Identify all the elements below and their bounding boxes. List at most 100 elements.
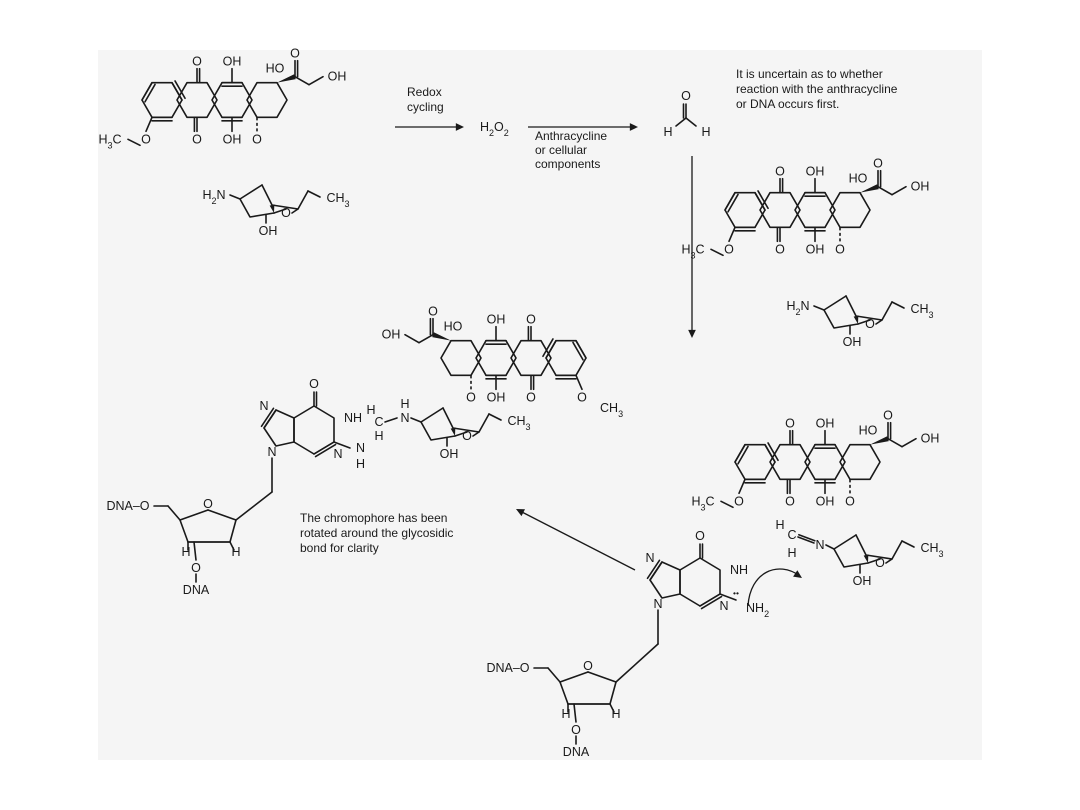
bond-line [410,417,422,423]
bond-path [734,443,776,481]
bond-line [823,295,847,311]
bond-path [475,339,517,377]
bond-line [720,500,734,509]
label-part: O [583,659,593,673]
atom-label: O [466,390,476,404]
bond-line [649,561,663,581]
label-part: CH [326,191,344,205]
label-part: or DNA occurs first. [736,97,839,111]
bond-path [176,81,218,119]
atom-label: H3C [681,242,704,260]
bond-line [145,116,153,133]
bond-line [193,541,197,561]
bond-line [825,544,835,550]
bond-line [734,443,746,463]
bond-line [757,190,769,210]
label-part: OH [853,574,872,588]
label-part: H [775,518,784,532]
atom-label: O [724,242,734,256]
bond-line [728,226,736,243]
label-part: N [333,447,342,461]
arrow-head [688,329,696,338]
label-part: O [873,157,883,171]
label-part: O [734,494,744,508]
bond-path [141,81,183,119]
atom-label: N [815,538,824,552]
label-part: O [875,556,885,570]
atom-label: N [645,551,654,565]
bond-line [239,184,263,200]
label-part: DNA [563,745,590,759]
bond-line [141,81,153,101]
bond-path [211,81,253,119]
atom-label: N [400,411,409,425]
label-part: or cellular [535,143,587,157]
bond-line [547,667,561,683]
bond-path [510,339,552,377]
bond-line [291,208,299,214]
label-part: O [835,242,845,256]
curved-arrow [747,568,801,607]
label-part: C [374,415,383,429]
bond-line [737,445,749,465]
atom-label: H2N [202,188,225,206]
bond-path [239,198,275,218]
bond-line [454,431,468,437]
atom-label: O [875,556,885,570]
label-part: O [681,89,691,103]
atom-label: DNA–O [106,499,149,513]
bond-line [857,319,871,325]
atom-label: O [191,561,201,575]
label-part: O [775,242,785,256]
bond-line [833,534,857,550]
label-part: H [611,707,620,721]
atom-label: NH2 [746,601,769,619]
bond-line [229,194,241,200]
label-part: O [281,206,291,220]
label-part: DNA–O [106,499,149,513]
label-part: O [724,242,734,256]
label-part: NH [344,411,362,425]
bond-line [877,185,893,196]
atom-label: O [526,390,536,404]
label-part: NH [746,601,764,615]
label-part: OH [259,224,278,238]
atom-label: H [231,545,240,559]
wedge-bond [432,332,451,341]
atom-label: OH [843,335,862,349]
atom-label: N [719,599,728,613]
bond-line [307,190,321,198]
atom-label: O [252,132,262,146]
arrow-head [455,123,464,131]
wedge-bond [853,315,859,324]
label-part: The chromophore has been [300,511,447,525]
atom-label: O [577,390,587,404]
label-part: H [400,397,409,411]
label-part: OH [487,390,506,404]
atom-label: O [785,417,795,431]
bond-path [559,681,617,705]
label-part: OH [223,55,242,69]
bond-path [839,443,881,481]
bond-line [314,443,337,458]
atom-label: H [611,707,620,721]
bond-line [675,117,687,127]
atom-label: O [526,313,536,327]
label-part: O [290,47,300,61]
label-part: H [181,545,190,559]
bond-line [767,442,779,462]
bond-line [575,339,587,359]
label-part: H [786,299,795,313]
atom-label: DNA [183,583,210,597]
atom-label: •• [733,588,739,598]
bond-line [813,305,825,311]
label-part: HO [266,62,285,76]
label-part: HO [444,320,463,334]
label-part: OH [911,180,930,194]
